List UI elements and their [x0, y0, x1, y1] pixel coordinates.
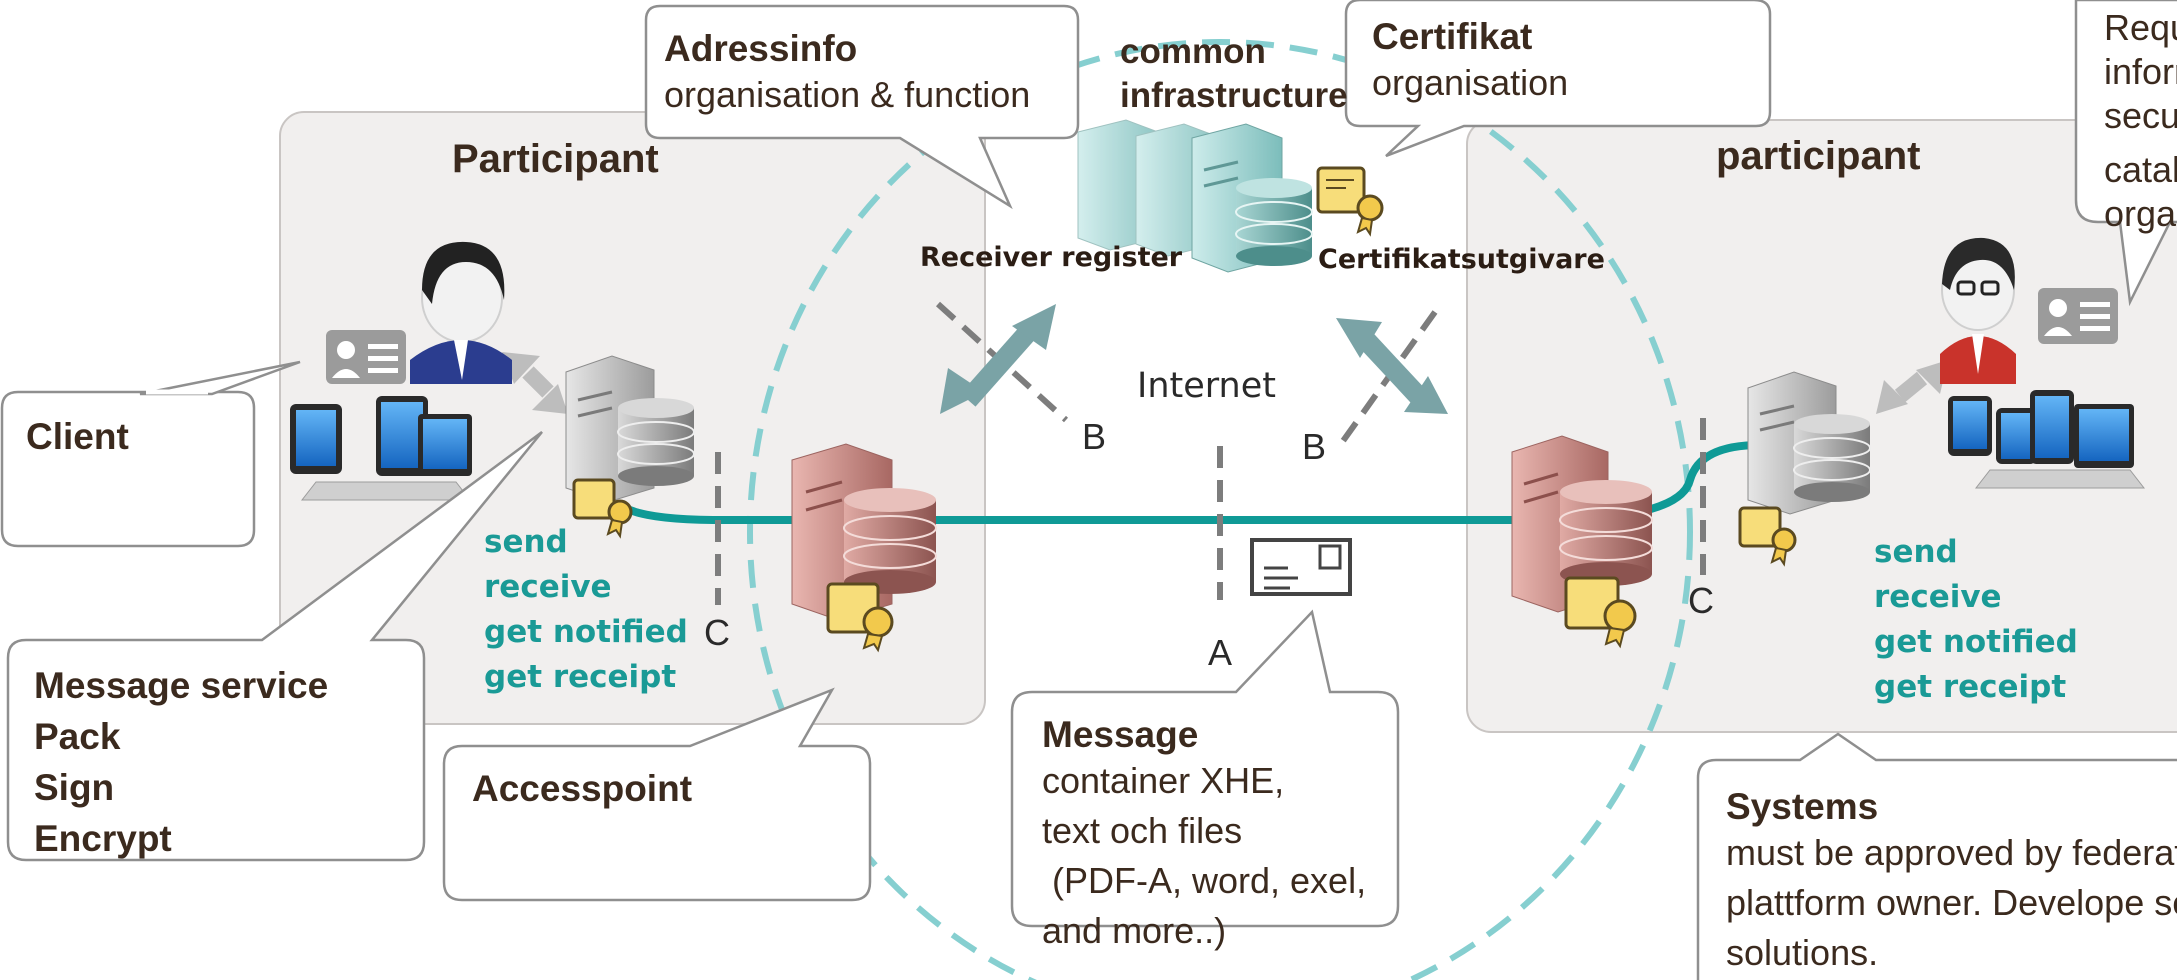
- database-icon: [1559, 480, 1653, 586]
- internet-label: Internet: [1137, 366, 1276, 406]
- requirements-callout: [2074, 0, 2177, 307]
- client-callout-pointer: [139, 360, 301, 396]
- message-text: Message container XHE, text och files (P…: [1042, 714, 1366, 956]
- accesspoint-title: Accesspoint: [472, 768, 693, 809]
- systems-line: solutions.: [1726, 932, 1879, 973]
- adressinfo-body: organisation & function: [664, 74, 1031, 115]
- contact-card-icon: [2038, 288, 2118, 344]
- person-icon: [1940, 237, 2016, 384]
- requirements-line1: Requ: [2104, 7, 2177, 48]
- common-infrastructure-boundary: [747, 39, 1693, 980]
- action-get-receipt: get receipt: [484, 659, 677, 695]
- database-icon: [1235, 178, 1313, 266]
- devices-icon: [1948, 390, 2146, 489]
- action-receive: receive: [1874, 579, 2002, 615]
- certificate-icon: [826, 582, 894, 653]
- actions-right-list: send receive get notified get receipt: [1874, 530, 2078, 710]
- marker-c-left: C: [704, 612, 730, 653]
- sign-line: Sign: [34, 767, 115, 808]
- message-line: (PDF-A, word, exel,: [1042, 860, 1367, 901]
- participant-right-title: participant: [1716, 134, 1921, 178]
- action-get-notified: get notified: [484, 614, 688, 650]
- marker-c-right: C: [1688, 580, 1714, 621]
- contact-card-icon: [326, 330, 406, 384]
- marker-a: A: [1208, 632, 1233, 673]
- encrypt-line: Encrypt: [34, 818, 172, 859]
- database-icon: [617, 398, 695, 486]
- action-send: send: [484, 524, 568, 560]
- common-infrastructure-line2: infrastructure: [1120, 76, 1348, 115]
- marker-b-right: B: [1302, 426, 1327, 467]
- requirements-line5: organ: [2104, 193, 2177, 234]
- common-infrastructure-line1: common: [1120, 32, 1266, 71]
- marker-b-left: B: [1082, 416, 1107, 457]
- adressinfo-text: Adressinfo organisation & function: [664, 28, 1030, 120]
- double-arrow-icon: [1336, 318, 1448, 414]
- systems-text: Systems must be approved by federati pla…: [1726, 786, 2177, 978]
- marker-b-right-line: [1335, 310, 1438, 450]
- database-icon: [1793, 414, 1871, 502]
- certifikatsutgivare-label: Certifikatsutgivare: [1318, 244, 1605, 275]
- action-get-receipt: get receipt: [1874, 669, 2067, 705]
- participant-left-title: Participant: [452, 137, 659, 181]
- database-icon: [843, 488, 937, 594]
- action-get-notified: get notified: [1874, 624, 2078, 660]
- certifikat-callout: [1344, 0, 1772, 158]
- systems-title: Systems: [1726, 786, 1879, 827]
- requirements-line3: secu: [2104, 95, 2177, 136]
- certifikat-text: Certifikat organisation: [1372, 16, 1568, 108]
- message-service-line: Message service: [34, 665, 329, 706]
- systems-callout: [1696, 732, 2177, 980]
- accesspoint-callout: [442, 687, 872, 902]
- systems-line: plattform owner. Develope se: [1726, 882, 2177, 923]
- certificate-icon: [572, 478, 633, 539]
- person-icon: [410, 241, 512, 384]
- requirements-line2: inforr: [2104, 51, 2177, 92]
- message-callout: [1010, 609, 1400, 928]
- adressinfo-title: Adressinfo: [664, 28, 858, 69]
- double-arrow-icon: [940, 304, 1056, 414]
- message-title: Message: [1042, 714, 1199, 755]
- adressinfo-callout: [644, 4, 1080, 210]
- message-service-callout: [6, 430, 543, 862]
- certifikat-body: organisation: [1372, 62, 1569, 103]
- client-title: Client: [26, 416, 129, 457]
- pack-line: Pack: [34, 716, 121, 757]
- message-line: container XHE,: [1042, 760, 1285, 801]
- message-line: and more..): [1042, 910, 1227, 951]
- client-callout-box: [0, 390, 256, 548]
- certificate-icon: [1316, 166, 1384, 237]
- actions-left-list: send receive get notified get receipt: [484, 520, 688, 700]
- certificate-icon: [1564, 576, 1637, 649]
- message-service-text: Message service Pack Sign Encrypt: [34, 660, 328, 864]
- action-receive: receive: [484, 569, 612, 605]
- certificate-icon: [1738, 506, 1797, 567]
- common-infrastructure-label: common infrastructure: [1120, 30, 1348, 118]
- action-send: send: [1874, 534, 1958, 570]
- message-line: text och files: [1042, 810, 1243, 851]
- certifikat-title: Certifikat: [1372, 16, 1533, 57]
- systems-line: must be approved by federati: [1726, 832, 2177, 873]
- requirements-line4: catal: [2104, 149, 2177, 190]
- receiver-register-label: Receiver register: [920, 242, 1183, 273]
- requirements-text: Requ inforr secu catal organ: [2104, 6, 2177, 236]
- envelope-icon: [1250, 538, 1352, 596]
